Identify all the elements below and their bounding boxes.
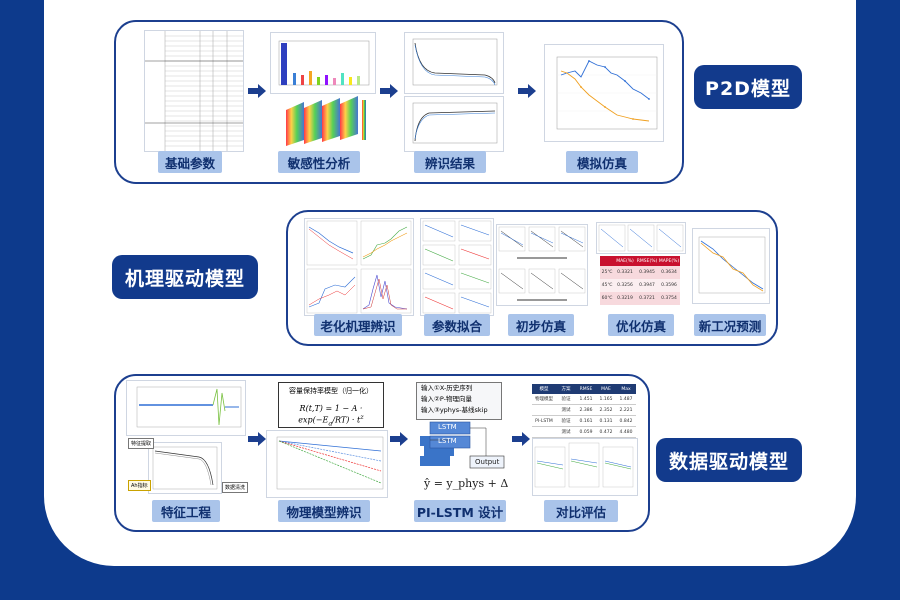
cmp-cell: 2.352 <box>599 407 613 413</box>
opt-table-cell: 0.3596 <box>661 283 677 288</box>
cmp-header: 方案 <box>561 387 571 392</box>
cmp-cell: 0.161 <box>579 418 593 424</box>
identification-result-chart-top <box>404 32 504 94</box>
cmp-cell: 2.386 <box>579 407 593 413</box>
tag-optimized-simulation: 优化仿真 <box>608 314 674 336</box>
input-line: 输入③yphys-基线skip <box>421 406 488 414</box>
sensitivity-heatmap-thumb <box>282 96 370 146</box>
tag-simulation: 模拟仿真 <box>566 151 638 173</box>
opt-table-cell: 0.3947 <box>639 283 655 288</box>
optimized-simulation-chart <box>596 222 686 254</box>
tag-basic-parameters: 基础参数 <box>158 151 222 173</box>
cmp-cell: 1.487 <box>619 396 633 402</box>
cmp-cell: 验证 <box>561 419 571 424</box>
feature-label-box: Ah指标 <box>128 480 151 491</box>
cmp-cell: 1.165 <box>599 396 613 402</box>
opt-table-cell: 0.3256 <box>617 283 633 288</box>
opt-table-header: RMSE(%) <box>636 258 658 264</box>
opt-table-cell: 25℃ <box>601 270 613 275</box>
lstm-label: LSTM <box>438 437 457 445</box>
basic-parameters-table-thumb <box>144 30 244 152</box>
opt-table-cell: 0.3754 <box>661 296 677 301</box>
cmp-cell: 1.451 <box>579 396 593 402</box>
p2d-model-badge: P2D模型 <box>694 65 802 109</box>
cmp-cell: 4.480 <box>619 429 633 435</box>
output-label: Output <box>475 458 500 466</box>
tag-new-condition-prediction: 新工况预测 <box>694 314 766 336</box>
preliminary-simulation-charts <box>496 224 588 306</box>
residual-equation: ŷ = y_phys + Δ <box>424 477 509 490</box>
lstm-label: LSTM <box>438 423 457 431</box>
tag-aging-mechanism-identification: 老化机理辨识 <box>314 314 402 336</box>
cmp-cell: PI-LSTM <box>535 418 553 424</box>
comparison-charts <box>532 438 638 496</box>
cmp-cell: 0.131 <box>599 418 613 424</box>
cmp-cell: 0.059 <box>579 429 593 435</box>
opt-table-cell: 0.3945 <box>639 270 655 275</box>
opt-table-cell: 60℃ <box>601 296 613 301</box>
physics-model-identification-chart <box>266 430 388 498</box>
cmp-cell: 0.842 <box>619 418 633 424</box>
input-line: 输入②P-物理向量 <box>421 395 472 403</box>
opt-table-cell: 0.3321 <box>617 270 633 275</box>
cmp-cell: 验证 <box>561 397 571 402</box>
opt-table-cell: 0.3219 <box>617 296 633 301</box>
cmp-cell: 测试 <box>561 430 571 435</box>
opt-table-cell: 0.3721 <box>639 296 655 301</box>
feature-label-box: 特征提取 <box>128 438 155 449</box>
opt-table-cell: 45℃ <box>601 283 613 288</box>
tag-identification-result: 辨识结果 <box>414 151 486 173</box>
pi-lstm-diagram: 输入①X-历史序列 输入②P-物理向量 输入③yphys-基线skip LSTM… <box>416 382 505 472</box>
formula-title: 容量保持率模型（归一化） <box>289 387 373 395</box>
feature-label-box: 数据清洗 <box>222 482 249 493</box>
tag-sensitivity-analysis: 敏感性分析 <box>278 151 360 173</box>
optimized-metrics-table: MAE(%) RMSE(%) MAPE(%) 25℃ 0.3321 0.3945… <box>600 256 680 306</box>
formula-box: 容量保持率模型（归一化） R(t,T) = 1 − A · exp(−Ea/RT… <box>278 382 384 428</box>
feature-engineering-chart-top <box>126 380 246 436</box>
capacity-formula: R(t,T) = 1 − A · exp(−Ea/RT) · tz <box>298 404 364 428</box>
cmp-header: RMSE <box>579 386 593 392</box>
identification-result-chart-bottom <box>404 96 504 152</box>
input-line: 输入①X-历史序列 <box>421 384 473 392</box>
inputs-box: 输入①X-历史序列 输入②P-物理向量 输入③yphys-基线skip <box>416 382 502 420</box>
opt-table-header: MAE(%) <box>616 258 634 264</box>
tag-physics-model-identification: 物理模型辨识 <box>278 500 370 522</box>
new-condition-prediction-chart <box>692 228 770 304</box>
cmp-cell: 测试 <box>561 408 571 413</box>
cmp-cell: 2.221 <box>619 407 633 413</box>
cmp-header: MAE <box>601 386 611 392</box>
aging-mechanism-charts <box>304 218 414 316</box>
comparison-table: 模型 方案 RMSE MAE Max 物理模型 验证 1.451 1.165 1… <box>532 384 636 438</box>
simulation-chart-thumb <box>544 44 664 142</box>
tag-comparison-evaluation: 对比评估 <box>544 500 618 522</box>
mechanism-model-badge: 机理驱动模型 <box>112 255 258 299</box>
data-driven-model-badge: 数据驱动模型 <box>656 438 802 482</box>
parameter-fitting-charts <box>420 218 494 316</box>
cmp-header: 模型 <box>539 387 549 392</box>
tag-pi-lstm-design: PI-LSTM 设计 <box>414 500 506 522</box>
tag-feature-engineering: 特征工程 <box>152 500 220 522</box>
cmp-header: Max <box>621 386 631 392</box>
feature-engineering-chart-bottom <box>148 442 222 494</box>
tag-parameter-fitting: 参数拟合 <box>424 314 490 336</box>
sensitivity-bar-chart-thumb <box>270 32 376 94</box>
opt-table-cell: 0.3634 <box>661 270 677 275</box>
cmp-cell: 0.472 <box>599 429 613 435</box>
tag-preliminary-simulation: 初步仿真 <box>508 314 574 336</box>
opt-table-header: MAPE(%) <box>658 258 680 264</box>
cmp-cell: 物理模型 <box>535 397 553 402</box>
